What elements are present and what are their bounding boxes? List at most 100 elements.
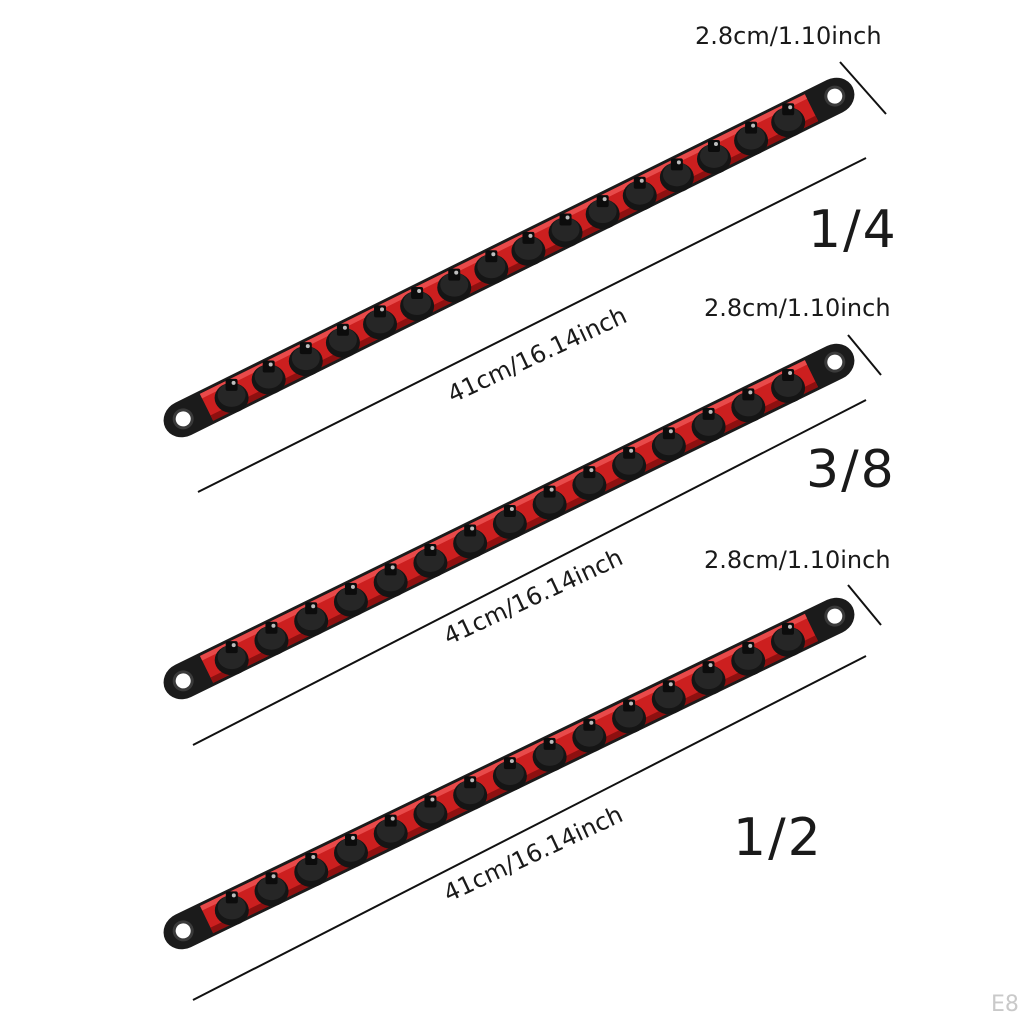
rail-shadow bbox=[210, 115, 819, 421]
clip-post bbox=[384, 563, 397, 576]
clip-post bbox=[448, 268, 461, 281]
socket-clip bbox=[333, 833, 368, 868]
clip-post bbox=[782, 368, 795, 381]
clip-top bbox=[291, 346, 320, 371]
socket-clip bbox=[511, 231, 546, 266]
mounting-hole bbox=[172, 670, 194, 692]
clip-top bbox=[615, 703, 644, 728]
clip-top bbox=[376, 818, 405, 843]
clip-top bbox=[734, 392, 763, 417]
clip-top bbox=[456, 780, 485, 805]
socket-clip bbox=[373, 563, 408, 598]
clip-top bbox=[495, 509, 524, 534]
clip-detent-ball bbox=[629, 448, 634, 453]
socket-clip bbox=[651, 427, 686, 462]
clip-detent-ball bbox=[748, 643, 753, 648]
socket-rail-3 bbox=[163, 597, 855, 950]
clip-detent-ball bbox=[713, 141, 718, 146]
clip-top bbox=[217, 645, 246, 670]
clip-top bbox=[654, 431, 683, 456]
clip-detent-ball bbox=[549, 739, 554, 744]
clip-top bbox=[416, 547, 445, 572]
clip-post bbox=[503, 757, 516, 770]
clip-post bbox=[265, 872, 278, 885]
clip-post bbox=[336, 323, 349, 336]
socket-clip bbox=[413, 543, 448, 578]
socket-clip bbox=[413, 795, 448, 830]
mounting-hole bbox=[824, 351, 846, 373]
clip-top bbox=[694, 411, 723, 436]
socket-clip bbox=[373, 814, 408, 849]
clip-detent-ball bbox=[509, 507, 514, 512]
clip-top bbox=[297, 857, 326, 882]
socket-clip bbox=[437, 268, 472, 303]
clip-post bbox=[623, 446, 636, 459]
clip-detent-ball bbox=[528, 233, 533, 238]
rail-3-width-dimension-line bbox=[847, 584, 882, 626]
clip-top bbox=[254, 364, 283, 389]
clip-post bbox=[670, 158, 683, 171]
rail-1-width-label: 2.8cm/1.10inch bbox=[695, 22, 882, 50]
clip-detent-ball bbox=[231, 380, 236, 385]
socket-clip bbox=[612, 446, 647, 481]
socket-clip bbox=[696, 139, 731, 174]
clip-post bbox=[464, 776, 477, 789]
clip-detent-ball bbox=[390, 816, 395, 821]
clip-detent-ball bbox=[639, 178, 644, 183]
clip-post bbox=[633, 176, 646, 189]
socket-clip bbox=[770, 622, 805, 657]
socket-clip bbox=[214, 891, 249, 926]
clip-post bbox=[543, 737, 556, 750]
clip-post bbox=[781, 622, 794, 635]
clip-detent-ball bbox=[602, 197, 607, 202]
clip-post bbox=[344, 833, 357, 846]
clip-detent-ball bbox=[417, 289, 422, 294]
rail-1-length-dimension-line bbox=[197, 157, 867, 493]
clip-top bbox=[737, 125, 766, 150]
clip-top bbox=[535, 489, 564, 514]
clip-post bbox=[503, 505, 516, 518]
clip-post bbox=[299, 342, 312, 355]
socket-clip bbox=[659, 158, 694, 193]
clip-post bbox=[782, 103, 795, 116]
clip-detent-ball bbox=[708, 663, 713, 668]
clip-detent-ball bbox=[268, 362, 273, 367]
mounting-hole bbox=[824, 85, 846, 107]
mounting-hole bbox=[172, 408, 194, 430]
watermark: E8 bbox=[991, 992, 1019, 1017]
clip-detent-ball bbox=[430, 545, 435, 550]
clip-post bbox=[596, 195, 609, 208]
clip-top bbox=[328, 327, 357, 352]
clip-detent-ball bbox=[350, 835, 355, 840]
rail-3-width-label: 2.8cm/1.10inch bbox=[704, 546, 891, 574]
clip-detent-ball bbox=[305, 344, 310, 349]
clip-post bbox=[265, 621, 278, 634]
clip-post bbox=[543, 485, 556, 498]
clip-top bbox=[774, 372, 803, 397]
clip-post bbox=[384, 814, 397, 827]
clip-top bbox=[257, 876, 286, 901]
clip-detent-ball bbox=[565, 215, 570, 220]
clip-post bbox=[225, 378, 238, 391]
clip-post bbox=[745, 121, 758, 134]
clip-top bbox=[654, 684, 683, 709]
clip-detent-ball bbox=[668, 429, 673, 434]
socket-rail-2 bbox=[163, 343, 855, 700]
clip-post bbox=[522, 231, 535, 244]
clip-detent-ball bbox=[390, 565, 395, 570]
clip-top bbox=[297, 606, 326, 631]
clip-detent-ball bbox=[491, 252, 496, 257]
clip-post bbox=[305, 602, 318, 615]
rail-2-size-label: 3/8 bbox=[806, 440, 896, 500]
clip-detent-ball bbox=[342, 325, 347, 330]
clip-detent-ball bbox=[676, 160, 681, 165]
clip-top bbox=[217, 895, 246, 920]
socket-clip bbox=[474, 250, 509, 285]
clip-post bbox=[225, 891, 238, 904]
clip-detent-ball bbox=[454, 270, 459, 275]
clip-top bbox=[662, 162, 691, 187]
clip-detent-ball bbox=[629, 701, 634, 706]
clip-post bbox=[623, 699, 636, 712]
clip-post bbox=[374, 305, 387, 318]
clip-top bbox=[625, 180, 654, 205]
